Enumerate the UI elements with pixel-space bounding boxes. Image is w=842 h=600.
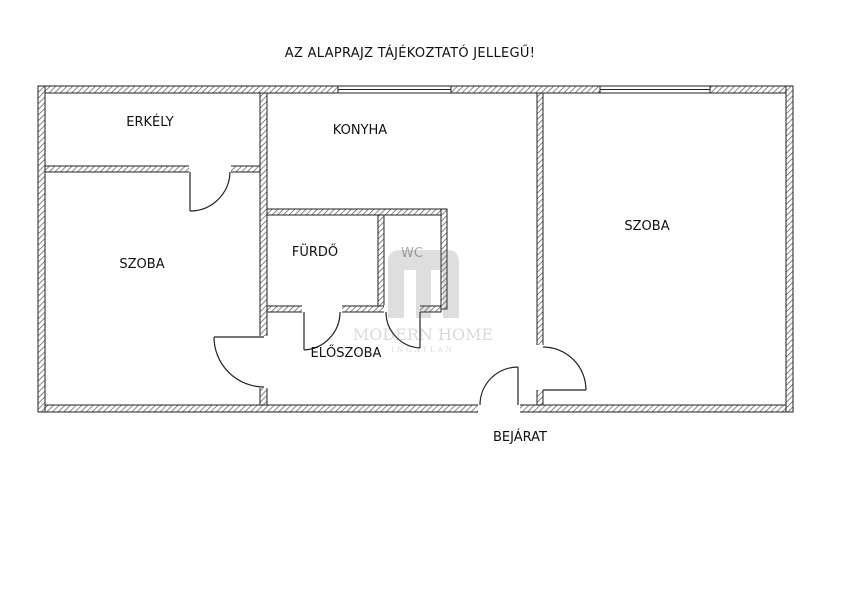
watermark-tagline: INGATLAN (391, 346, 455, 354)
room-label-eloszoba: ELŐSZOBA (311, 345, 382, 361)
plan-title: AZ ALAPRAJZ TÁJÉKOZTATÓ JELLEGŰ! (285, 45, 535, 61)
room-label-erkely: ERKÉLY (126, 114, 174, 130)
room-label-wc: WC (401, 246, 423, 261)
watermark-name: MODERN HOME (353, 325, 493, 344)
doors (189, 171, 587, 406)
interior-walls (44, 92, 544, 406)
room-label-furdo: FÜRDŐ (292, 243, 338, 260)
door-openings (189, 165, 544, 413)
windows (81, 85, 711, 173)
room-label-szoba-left: SZOBA (119, 257, 164, 272)
room-label-konyha: KONYHA (333, 123, 387, 138)
watermark-logo: MODERN HOME INGATLAN (353, 250, 493, 354)
room-label-szoba-right: SZOBA (624, 219, 669, 234)
entrance-label: BEJÁRAT (493, 429, 547, 445)
